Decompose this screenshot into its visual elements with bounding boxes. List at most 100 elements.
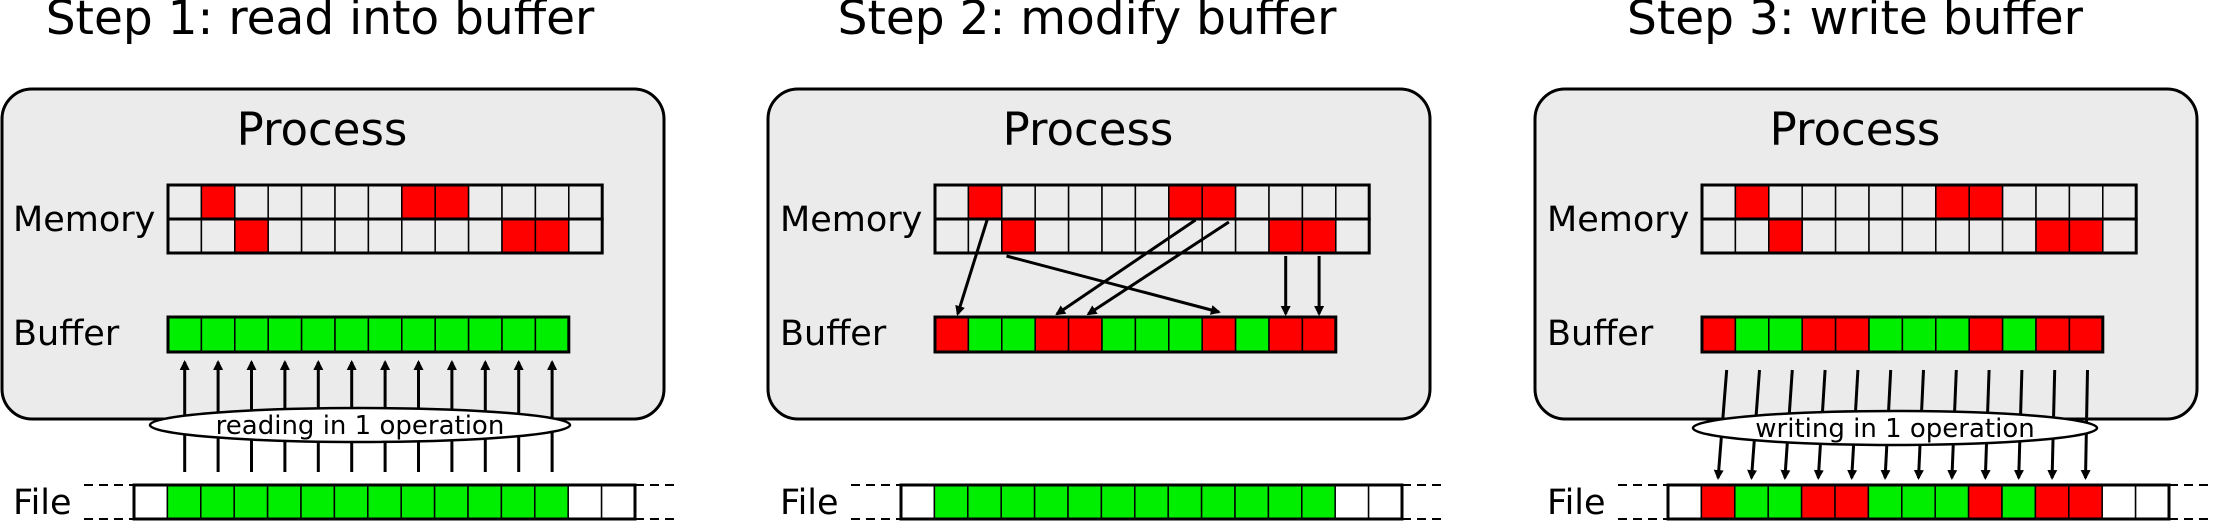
arrow xyxy=(1055,218,1197,316)
green-cell xyxy=(500,484,536,520)
empty-cell xyxy=(600,484,636,520)
panel-step-2: Step 2: modify buffer Process Memory Buf… xyxy=(766,0,1447,521)
red-cell xyxy=(1268,218,1304,254)
empty-cell xyxy=(200,218,236,254)
red-cell xyxy=(501,218,537,254)
green-cell xyxy=(300,484,336,520)
buffer-label: Buffer xyxy=(780,314,887,354)
red-cell xyxy=(1834,484,1870,520)
green-cell xyxy=(200,484,235,520)
green-cell xyxy=(1134,484,1169,520)
red-cell xyxy=(200,184,236,220)
empty-cell xyxy=(1935,218,1970,254)
green-cell xyxy=(1868,316,1904,353)
panel-title: Step 2: modify buffer xyxy=(838,0,1337,46)
green-cell xyxy=(333,484,369,520)
empty-cell xyxy=(2102,218,2137,254)
row-border xyxy=(933,217,1371,255)
green-cell xyxy=(1901,484,1936,520)
empty-cell xyxy=(300,218,336,254)
empty-cell xyxy=(934,184,970,220)
green-cell xyxy=(1101,316,1137,353)
red-cell xyxy=(1034,316,1070,353)
green-cell xyxy=(433,484,469,520)
empty-cell xyxy=(1801,184,1837,220)
row-border xyxy=(933,315,1338,354)
red-cell xyxy=(1800,484,1836,520)
panel-title: Step 1: read into buffer xyxy=(46,0,595,46)
empty-cell xyxy=(334,184,370,220)
empty-cell xyxy=(1268,184,1304,220)
empty-cell xyxy=(1067,184,1103,220)
empty-cell xyxy=(1334,484,1370,520)
red-cell xyxy=(2035,316,2071,353)
red-cell xyxy=(1201,184,1237,220)
red-cell xyxy=(1967,484,2003,520)
green-cell xyxy=(1734,484,1769,520)
empty-cell xyxy=(568,184,603,220)
process-label: Process xyxy=(237,103,408,156)
red-cell xyxy=(534,218,570,254)
red-cell xyxy=(1067,316,1103,353)
empty-cell xyxy=(534,184,570,220)
red-cell xyxy=(2068,218,2104,254)
empty-cell xyxy=(167,184,203,220)
empty-cell xyxy=(567,484,603,520)
empty-cell xyxy=(434,218,470,254)
red-cell xyxy=(1700,484,1736,520)
empty-cell xyxy=(367,184,403,220)
red-cell xyxy=(1734,184,1770,220)
red-cell xyxy=(1935,184,1970,220)
red-cell xyxy=(1201,316,1237,353)
green-cell xyxy=(166,484,202,520)
row-border xyxy=(166,217,604,255)
empty-cell xyxy=(1834,218,1870,254)
empty-cell xyxy=(2001,218,2037,254)
green-cell xyxy=(1001,316,1036,353)
empty-cell xyxy=(300,184,336,220)
green-cell xyxy=(1134,316,1170,353)
panel-title: Step 3: write buffer xyxy=(1627,0,2084,46)
empty-cell xyxy=(1234,184,1270,220)
file-row xyxy=(84,483,680,521)
empty-cell xyxy=(1234,218,1270,254)
green-cell xyxy=(1033,484,1069,520)
file-row xyxy=(1618,483,2214,521)
green-cell xyxy=(967,484,1002,520)
green-cell xyxy=(200,316,236,353)
empty-cell xyxy=(1667,484,1703,520)
process-label: Process xyxy=(1770,103,1941,156)
empty-cell xyxy=(1768,184,1803,220)
empty-cell xyxy=(133,484,169,520)
green-cell xyxy=(1000,484,1036,520)
green-cell xyxy=(234,316,269,353)
red-cell xyxy=(2068,484,2103,520)
operation-label: reading in 1 operation xyxy=(216,411,505,441)
panel-step-3: Step 3: write buffer Process Memory Buff… xyxy=(1533,0,2214,521)
empty-cell xyxy=(568,218,603,254)
green-cell xyxy=(2001,316,2037,353)
empty-cell xyxy=(1034,218,1070,254)
red-cell xyxy=(401,184,436,220)
process-label: Process xyxy=(1003,103,1174,156)
green-cell xyxy=(400,484,436,520)
memory-label: Memory xyxy=(13,200,155,240)
green-cell xyxy=(534,484,569,520)
empty-cell xyxy=(1101,218,1137,254)
empty-cell xyxy=(367,218,403,254)
green-cell xyxy=(367,316,403,353)
green-cell xyxy=(1167,484,1203,520)
memory-grid xyxy=(166,183,604,255)
empty-cell xyxy=(934,218,970,254)
red-cell xyxy=(1001,218,1036,254)
file-label: File xyxy=(13,483,72,521)
empty-cell xyxy=(1335,218,1370,254)
buffer-label: Buffer xyxy=(1547,314,1654,354)
green-cell xyxy=(967,316,1003,353)
red-cell xyxy=(2035,218,2071,254)
green-cell xyxy=(300,316,336,353)
arrow xyxy=(1086,220,1230,316)
buffer-label: Buffer xyxy=(13,314,120,354)
row-border xyxy=(166,315,571,354)
